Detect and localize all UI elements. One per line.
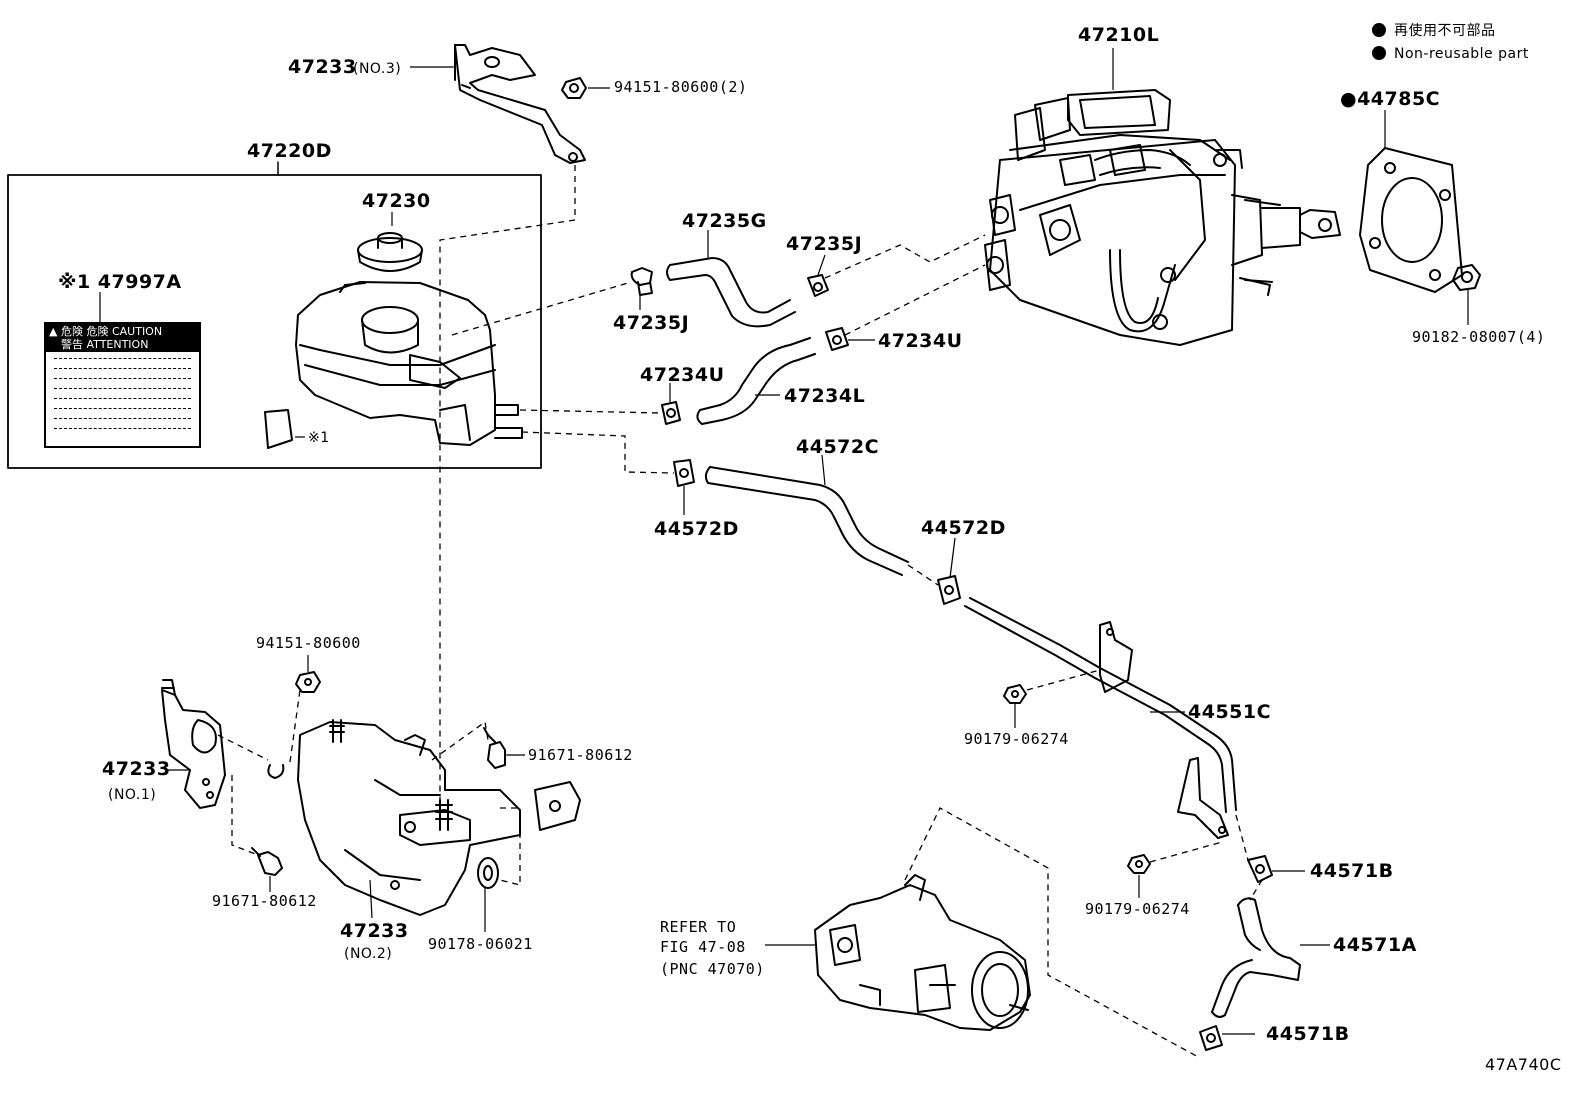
caution-text-lines (46, 352, 199, 444)
label-44572c: 44572C (796, 436, 880, 458)
clamp-44571b-lower (1199, 1025, 1223, 1051)
label-47233-no2: 47233 (340, 920, 409, 942)
washer-90178 (477, 857, 499, 889)
nut-90179-lower (1127, 854, 1151, 874)
hose-47235g (666, 257, 796, 328)
bullet-dot-icon (1372, 23, 1386, 37)
label-44572d-right: 44572D (921, 517, 1006, 539)
label-47234u-left: 47234U (640, 364, 725, 386)
nut-90182 (1452, 264, 1481, 291)
bracket-no3 (454, 44, 586, 164)
label-44571a: 44571A (1333, 934, 1417, 956)
legend-en: Non-reusable part (1372, 46, 1529, 62)
label-47233-no3: 47233 (288, 56, 357, 78)
label-91671-lower: 91671-80612 (212, 892, 317, 910)
bolt-91671-lower (251, 847, 283, 876)
nut-94151 (295, 671, 321, 693)
legend-jp: 再使用不可部品 (1372, 20, 1496, 40)
label-94151-2: 94151-80600(2) (614, 78, 748, 96)
nut-94151-2 (561, 77, 587, 99)
label-44571b-lower: 44571B (1266, 1023, 1350, 1045)
label-47233-no2-sub: (NO.2) (344, 946, 393, 962)
label-90178: 90178-06021 (428, 935, 533, 953)
clamp-44572d-left (673, 459, 695, 487)
bracket-no2 (297, 719, 521, 916)
gasket-44785c (1359, 147, 1463, 293)
pump-motor-assembly (814, 874, 1031, 1031)
hose-44571a (1211, 897, 1301, 1018)
label-refer-1: REFER TO (660, 918, 737, 936)
label-90179-upper: 90179-06274 (964, 730, 1069, 748)
label-47210l: 47210L (1078, 24, 1160, 46)
hose-44572c (704, 466, 909, 576)
warning-triangle-icon: ▲ (49, 325, 58, 338)
label-90179-lower: 90179-06274 (1085, 900, 1190, 918)
clamp-47234u-right (825, 327, 849, 351)
label-44571b-upper: 44571B (1310, 860, 1394, 882)
clamp-47235j-right (807, 274, 829, 297)
bracket-bracket-small (534, 781, 581, 831)
reservoir-cap (357, 232, 423, 272)
label-91671-upper: 91671-80612 (528, 746, 633, 764)
pipe-44551c (964, 597, 1237, 839)
reservoir-tank (295, 281, 523, 446)
label-47997a: ※1 47997A (58, 271, 182, 293)
label-refer-2: FIG 47-08 (660, 938, 746, 956)
caution-header: ▲ 危険 危険 CAUTION 警告 ATTENTION (46, 324, 199, 352)
label-94151: 94151-80600 (256, 634, 361, 652)
label-47233-no1-sub: (NO.1) (108, 787, 157, 803)
nut-90179-upper (1003, 684, 1027, 704)
label-47220d: 47220D (247, 140, 332, 162)
label-90182: 90182-08007(4) (1412, 328, 1546, 346)
caution-line2: 警告 ATTENTION (61, 338, 149, 351)
label-44551c: 44551C (1188, 701, 1272, 723)
label-47235g: 47235G (682, 210, 767, 232)
label-47235j-left: 47235J (613, 312, 690, 334)
label-sticker (264, 409, 293, 449)
bullet-dot-icon (1372, 46, 1386, 60)
legend-en-text: Non-reusable part (1394, 46, 1529, 62)
clamp-44572d-right (937, 575, 961, 605)
label-note-marker: ※1 (308, 430, 330, 446)
caution-line1: 危険 危険 CAUTION (60, 325, 163, 338)
diagram-code: 47A740C (1485, 1055, 1562, 1074)
clamp-47235j-left (630, 267, 653, 296)
brake-booster-assembly (984, 89, 1341, 346)
caution-label: ▲ 危険 危険 CAUTION 警告 ATTENTION (44, 322, 201, 448)
label-47234u-right: 47234U (878, 330, 963, 352)
label-47234l: 47234L (784, 385, 866, 407)
bolt-91671-upper (483, 727, 506, 769)
label-44785c: ●44785C (1340, 88, 1441, 110)
label-refer-3: (PNC 47070) (660, 960, 765, 978)
hose-47234l (696, 337, 816, 425)
reservoir-group-frame (7, 174, 542, 469)
legend-jp-text: 再使用不可部品 (1394, 23, 1496, 39)
label-47233-no3-sub: (NO.3) (353, 61, 402, 77)
bracket-no1 (161, 679, 226, 809)
label-44572d-left: 44572D (654, 518, 739, 540)
clamp-47234u-left (661, 401, 681, 425)
label-47230: 47230 (362, 190, 431, 212)
clamp-44571b-upper (1247, 855, 1273, 883)
label-47233-no1: 47233 (102, 758, 171, 780)
label-47235j-right: 47235J (786, 233, 863, 255)
clip-small (267, 764, 285, 779)
